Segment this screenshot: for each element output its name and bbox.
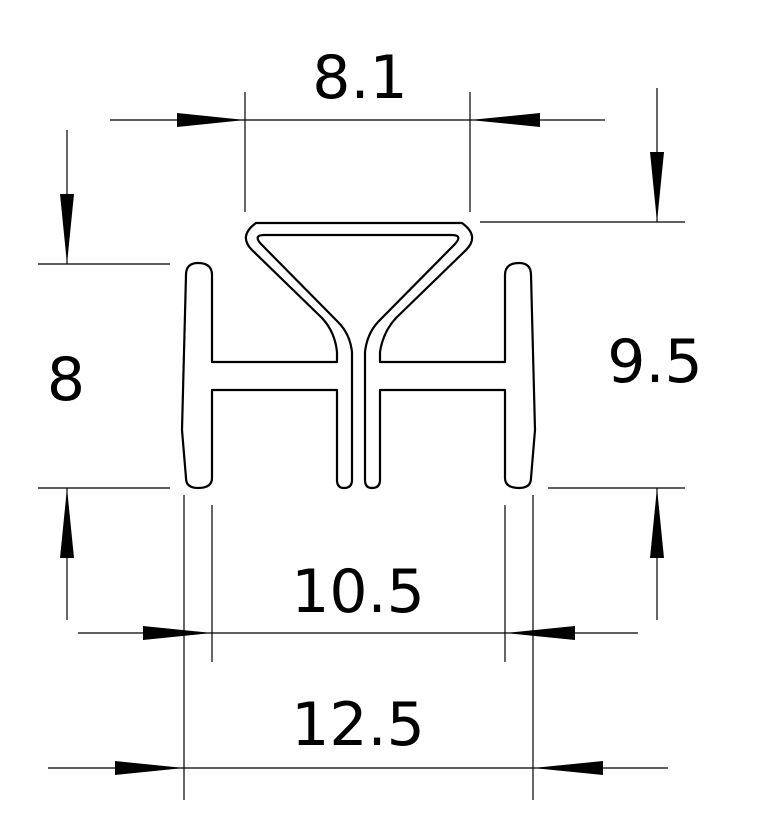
dimension-label: 10.5 <box>291 557 425 627</box>
arrow-icon <box>177 113 245 127</box>
dimension-left-height: 8 <box>38 130 170 620</box>
dimension-label: 8.1 <box>312 43 407 113</box>
dimension-right-height: 9.5 <box>480 88 703 620</box>
dimension-label: 12.5 <box>291 690 425 760</box>
dimension-overall-width: 12.5 <box>48 495 668 800</box>
arrow-icon <box>533 761 603 775</box>
dimension-label: 8 <box>47 345 85 415</box>
arrow-icon <box>60 194 74 264</box>
arrow-icon <box>115 761 184 775</box>
arrow-icon <box>505 626 575 640</box>
dimension-top-width: 8.1 <box>110 43 605 212</box>
dimension-inner-width: 10.5 <box>78 505 638 662</box>
arrow-icon <box>650 488 664 558</box>
profile-outline <box>180 221 537 490</box>
arrow-icon <box>143 626 212 640</box>
arrow-icon <box>470 113 540 127</box>
arrow-icon <box>60 488 74 558</box>
dimension-label: 9.5 <box>607 327 702 397</box>
arrow-icon <box>650 152 664 222</box>
